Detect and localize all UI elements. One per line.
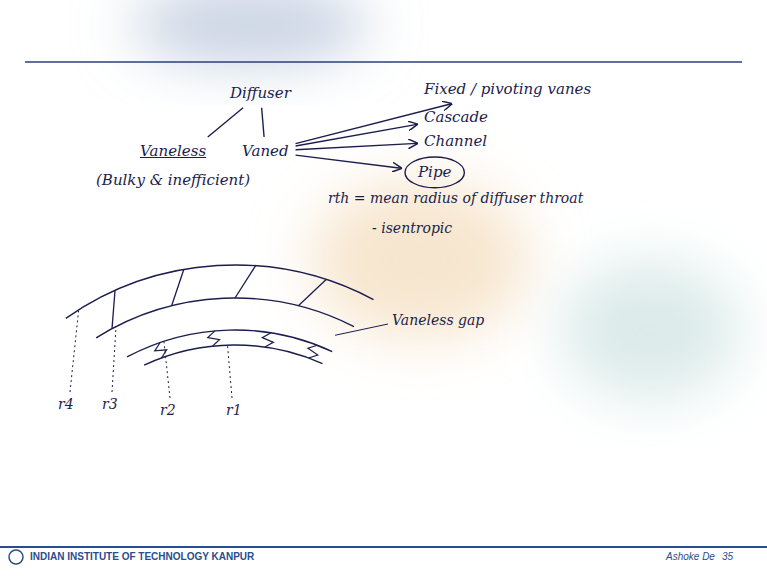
item-text: Vaned bbox=[242, 142, 289, 161]
item-text: Fixed / pivoting vanes bbox=[424, 80, 591, 99]
diffuser-wall-arc bbox=[144, 345, 322, 365]
item-text: Channel bbox=[424, 132, 487, 151]
tree-item: Cascade bbox=[420, 106, 492, 129]
diffuser-wall-arc bbox=[66, 265, 374, 318]
radius-label: r4 bbox=[58, 396, 74, 412]
right-glow bbox=[560, 260, 740, 400]
definition-note: rth = mean radius of diffuser throat bbox=[328, 190, 583, 206]
outer-vane bbox=[298, 279, 326, 305]
item-text: Cascade bbox=[424, 108, 488, 127]
radius-leader bbox=[112, 327, 116, 392]
tree-connector bbox=[296, 124, 417, 146]
radius-leader bbox=[164, 341, 170, 398]
slide-number: 35 bbox=[722, 551, 733, 562]
tree-item: Vaned bbox=[238, 140, 293, 163]
institute-name: INDIAN INSTITUTE OF TECHNOLOGY KANPUR bbox=[30, 551, 254, 562]
tree-item: Diffuser bbox=[226, 82, 295, 105]
tree-item: Vaneless (Bulky & inefficient) bbox=[92, 140, 254, 192]
radius-leader bbox=[70, 310, 79, 392]
item-text: Diffuser bbox=[230, 84, 291, 103]
institute-logo bbox=[9, 550, 23, 564]
outer-vane bbox=[112, 291, 115, 329]
tree-item: Channel bbox=[420, 130, 491, 153]
circle-outline bbox=[404, 156, 465, 189]
radius-label: r1 bbox=[226, 402, 242, 418]
inner-vane bbox=[308, 345, 318, 358]
footer-rule bbox=[0, 546, 767, 548]
radius-leader bbox=[227, 345, 232, 398]
tree-connector bbox=[262, 108, 264, 137]
tree-connector bbox=[296, 104, 452, 144]
tree-connector bbox=[208, 108, 243, 137]
diffuser-wall-arc bbox=[127, 330, 332, 357]
circle-outline-path bbox=[405, 157, 464, 188]
header-glow bbox=[130, 0, 370, 65]
radius-label: r2 bbox=[160, 402, 176, 418]
item-text: Vaneless bbox=[96, 142, 250, 161]
circled-item: Pipe bbox=[404, 156, 465, 189]
tree-connector bbox=[296, 155, 401, 168]
author-name: Ashoke De bbox=[666, 551, 715, 562]
item-note: (Bulky & inefficient) bbox=[96, 171, 250, 190]
radius-label: r3 bbox=[102, 396, 118, 412]
outer-vane bbox=[235, 266, 256, 298]
item-text: Pipe bbox=[418, 163, 451, 182]
tree-item: Fixed / pivoting vanes bbox=[420, 78, 595, 101]
header-rule bbox=[25, 61, 742, 63]
inner-vane bbox=[262, 333, 273, 347]
gap-label: Vaneless gap bbox=[392, 312, 484, 328]
diffuser-wall-arc bbox=[96, 298, 354, 338]
inner-vane bbox=[155, 343, 167, 358]
center-glow bbox=[310, 180, 530, 340]
gap-leader bbox=[335, 324, 388, 335]
inner-vane bbox=[208, 331, 220, 346]
outer-vane bbox=[172, 269, 184, 305]
tree-connector bbox=[296, 143, 417, 149]
note: - isentropic bbox=[372, 220, 452, 236]
